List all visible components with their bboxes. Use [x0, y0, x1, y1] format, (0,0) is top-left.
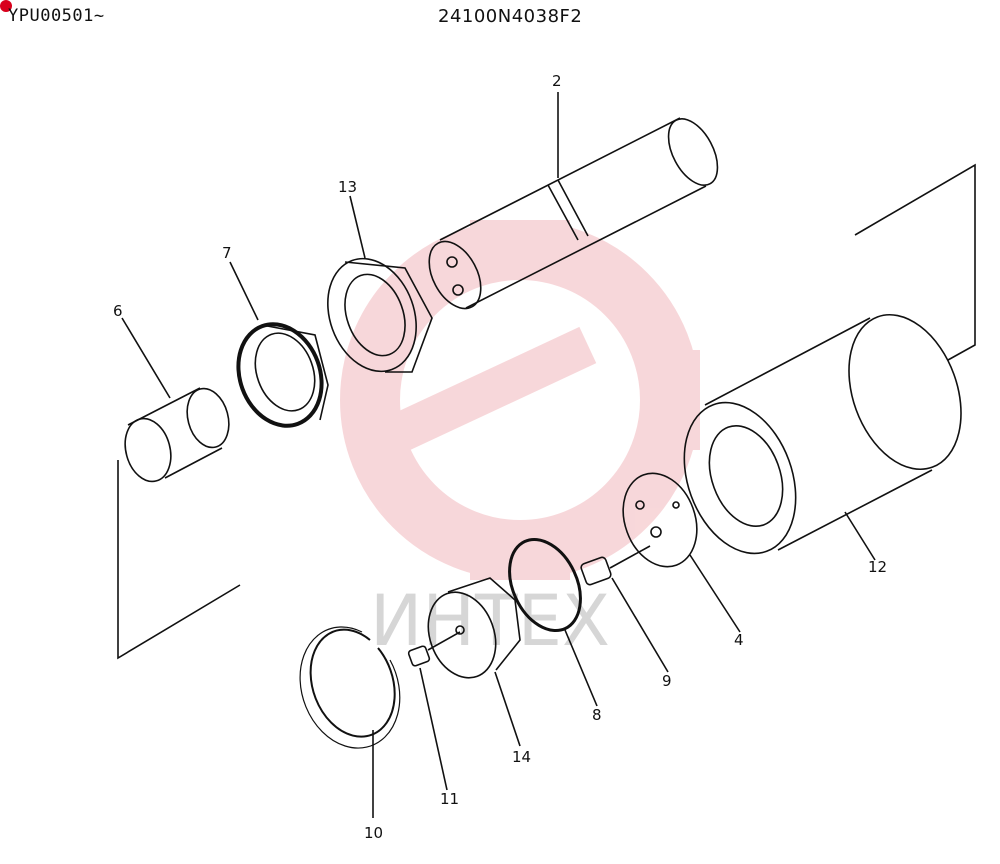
part-9-bolt — [580, 545, 651, 586]
part-10-snapring — [309, 628, 396, 738]
callout-11: 11 — [440, 790, 459, 808]
callout-10: 10 — [364, 824, 383, 842]
leader-4 — [689, 554, 741, 633]
leader-13 — [349, 195, 366, 259]
callout-8: 8 — [592, 706, 602, 724]
red-dot-icon — [0, 0, 12, 12]
part-2-shaft — [428, 117, 719, 310]
leader-14 — [494, 671, 521, 747]
watermark-text: ИНТЕХ — [370, 580, 610, 662]
left-bracket — [117, 460, 241, 660]
leader-12 — [844, 511, 876, 561]
part-6-bushing — [124, 387, 230, 483]
part-4-plate — [622, 472, 698, 568]
serial-range: YPU00501~ — [8, 6, 105, 26]
leader-11 — [419, 667, 448, 791]
part-number: 24100N4038F2 — [438, 6, 583, 27]
callout-14: 14 — [512, 748, 531, 766]
callout-7: 7 — [222, 244, 232, 262]
callout-12: 12 — [868, 558, 887, 576]
callout-4: 4 — [734, 631, 744, 649]
right-bracket — [854, 163, 976, 361]
watermark-gear-icon — [340, 220, 700, 580]
leader-8 — [564, 629, 598, 707]
part-12-roller — [683, 313, 962, 555]
leader-7 — [229, 261, 259, 321]
part-14-cap — [427, 577, 521, 679]
leader-9 — [611, 577, 669, 673]
leader-6 — [121, 317, 171, 399]
part-13-collar — [327, 257, 433, 373]
part-7-seal — [236, 322, 329, 428]
part-8-oring — [508, 537, 582, 633]
callout-9: 9 — [662, 672, 672, 690]
part-11-screw — [407, 631, 461, 667]
callout-2: 2 — [552, 72, 562, 90]
callout-13: 13 — [338, 178, 357, 196]
callout-6: 6 — [113, 302, 123, 320]
